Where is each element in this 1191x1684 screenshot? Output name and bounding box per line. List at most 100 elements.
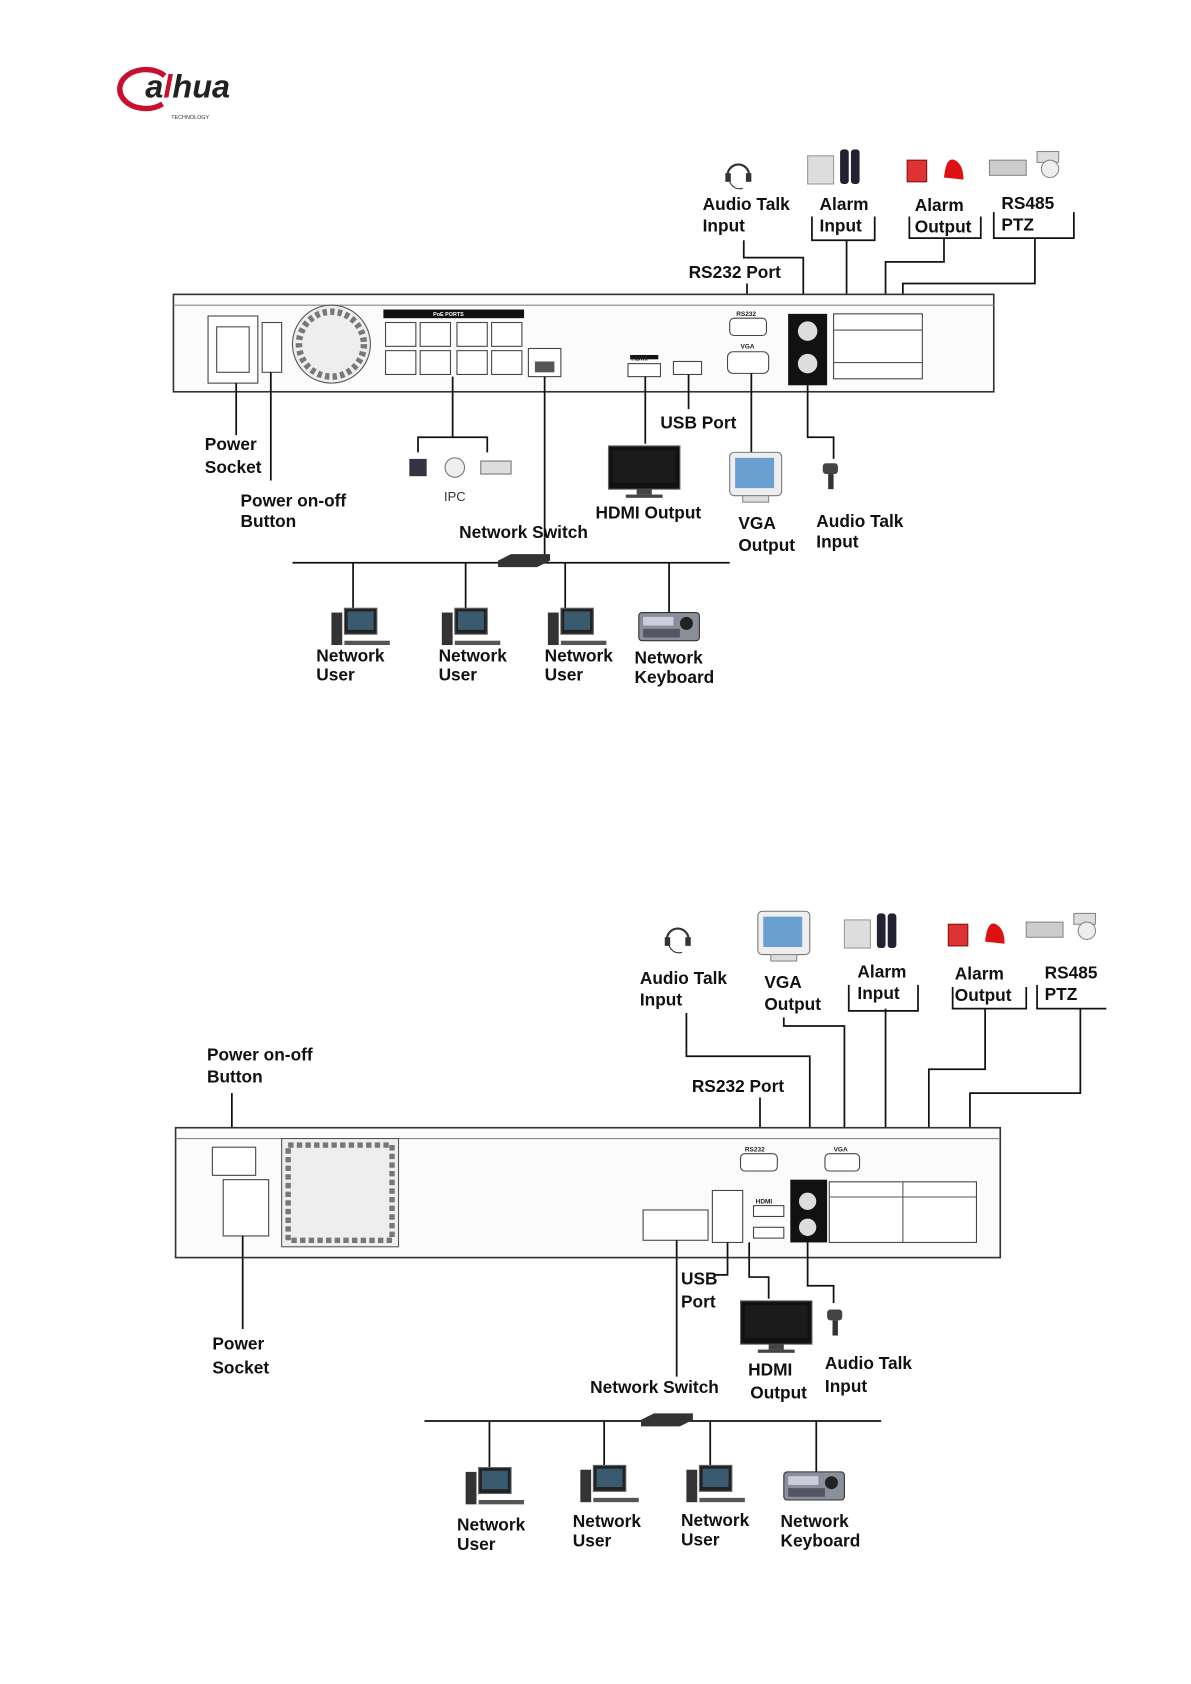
logo-wordmark: alhua	[145, 68, 230, 104]
label-network-user: Network	[316, 645, 385, 665]
label-usb-port: USB Port	[660, 413, 736, 433]
label-network-user-2: User	[545, 665, 584, 685]
network-user-pc-icon	[547, 607, 607, 646]
label-hdmi-output: Output	[750, 1382, 807, 1402]
ipc-cameras-icon	[409, 457, 512, 478]
hdmi-port-label: HDMI	[631, 355, 648, 362]
label-network-user-2: User	[681, 1529, 720, 1549]
rs232-port-label: RS232	[745, 1147, 765, 1154]
label-network-keyboard-2: Keyboard	[781, 1531, 861, 1551]
label-power-button-2: Button	[241, 511, 297, 531]
power-switch	[261, 321, 283, 373]
label-vga: VGA	[738, 513, 776, 533]
hdmi-monitor-icon	[739, 1300, 813, 1354]
rs232-port	[729, 317, 768, 337]
microphone-icon	[822, 463, 838, 490]
label-vga-output: Output	[764, 994, 821, 1014]
label-vga-output: Output	[738, 535, 795, 555]
alarm-siren-icon	[947, 922, 1006, 947]
label-alarm-input-2: Input	[857, 983, 900, 1003]
label-audio-talk-2: Input	[825, 1376, 868, 1396]
rs232-port	[739, 1153, 778, 1172]
hdmi-port	[752, 1205, 785, 1218]
ptz-camera-icon	[1025, 912, 1097, 940]
label-network-keyboard: Network	[634, 647, 703, 667]
hdmi-port	[627, 363, 661, 378]
label-hdmi-output: HDMI Output	[596, 502, 702, 522]
hdmi-port-2	[752, 1226, 785, 1239]
network-ports	[642, 1209, 709, 1241]
label-network-user-2: User	[457, 1534, 496, 1554]
network-switch-icon	[640, 1413, 693, 1427]
label-network-user: Network	[457, 1514, 526, 1534]
label-network-user-2: User	[573, 1531, 612, 1551]
label-audio-talk: Audio Talk	[816, 511, 904, 531]
ptz-camera-icon	[988, 150, 1060, 179]
label-alarm-input: Alarm	[820, 194, 869, 214]
label-hdmi: HDMI	[748, 1360, 792, 1380]
vga-monitor-icon	[729, 451, 783, 503]
label-network-keyboard: Network	[781, 1511, 850, 1531]
poe-ports-label: PoE PORTS	[433, 312, 464, 318]
label-audio-talk-input-2: Input	[703, 216, 746, 236]
logo-subline: TECHNOLOGY	[171, 115, 209, 121]
label-audio-talk-input: Audio Talk	[640, 968, 728, 988]
label-network-user-2: User	[439, 665, 478, 685]
label-rs485: RS485	[1001, 193, 1054, 213]
vga-port-label: VGA	[741, 343, 755, 350]
vga-port	[824, 1153, 861, 1172]
network-user-pc-icon	[685, 1464, 746, 1503]
label-alarm-output-2: Output	[915, 217, 972, 237]
label-alarm-output: Alarm	[955, 963, 1004, 983]
label-rs232-port: RS232 Port	[689, 262, 782, 282]
label-rs485: RS485	[1045, 962, 1098, 982]
vga-monitor-icon	[757, 910, 811, 962]
label-usb-port: Port	[681, 1291, 716, 1311]
label-network-user: Network	[439, 645, 508, 665]
alarm-sensor-icon	[843, 912, 897, 949]
label-power: Power	[212, 1334, 264, 1354]
label-ptz: PTZ	[1045, 984, 1078, 1004]
network-keyboard-icon	[638, 612, 700, 642]
label-alarm-input-2: Input	[820, 216, 863, 236]
label-power: Power	[205, 434, 257, 454]
headset-icon	[663, 927, 692, 954]
top-diagram: Audio Talk Input Alarm Input Alarm Outpu…	[172, 148, 1075, 687]
label-alarm-input: Alarm	[857, 961, 906, 981]
label-socket: Socket	[205, 457, 262, 477]
label-network-switch: Network Switch	[590, 1377, 719, 1397]
rs232-port-label: RS232	[736, 311, 756, 318]
alarm-siren-icon	[906, 158, 965, 183]
poe-ports	[385, 321, 523, 376]
label-alarm-output-2: Output	[955, 985, 1012, 1005]
hdmi-monitor-icon	[607, 445, 681, 499]
hdmi-port-label: HDMI	[756, 1198, 773, 1205]
label-audio-talk-input-2: Input	[640, 989, 683, 1009]
alarm-sensor-icon	[807, 148, 861, 185]
label-power-button-2: Button	[207, 1066, 263, 1086]
label-network-user: Network	[681, 1510, 750, 1530]
label-network-user: Network	[573, 1511, 642, 1531]
label-network-keyboard-2: Keyboard	[634, 667, 714, 687]
headset-icon	[724, 163, 753, 190]
label-vga: VGA	[764, 972, 802, 992]
fan-grille	[281, 1137, 400, 1248]
label-network-user: Network	[545, 645, 614, 665]
microphone-icon	[827, 1309, 843, 1336]
label-rs232-port: RS232 Port	[692, 1076, 785, 1096]
bottom-diagram: Audio Talk Input VGA Output Alarm Input …	[174, 910, 1107, 1554]
label-audio-talk-input: Audio Talk	[703, 194, 791, 214]
network-user-pc-icon	[330, 607, 391, 646]
power-switch	[211, 1146, 257, 1176]
label-audio-talk: Audio Talk	[825, 1353, 913, 1373]
vga-port-label: VGA	[834, 1147, 848, 1154]
alarm-terminal-block	[833, 313, 923, 380]
label-ipc: IPC	[444, 489, 466, 504]
network-user-pc-icon	[579, 1464, 640, 1503]
label-usb: USB	[681, 1269, 718, 1289]
label-network-user-2: User	[316, 665, 355, 685]
network-user-pc-icon	[465, 1467, 525, 1505]
label-ptz: PTZ	[1001, 215, 1034, 235]
label-power-button: Power on-off	[207, 1045, 313, 1065]
